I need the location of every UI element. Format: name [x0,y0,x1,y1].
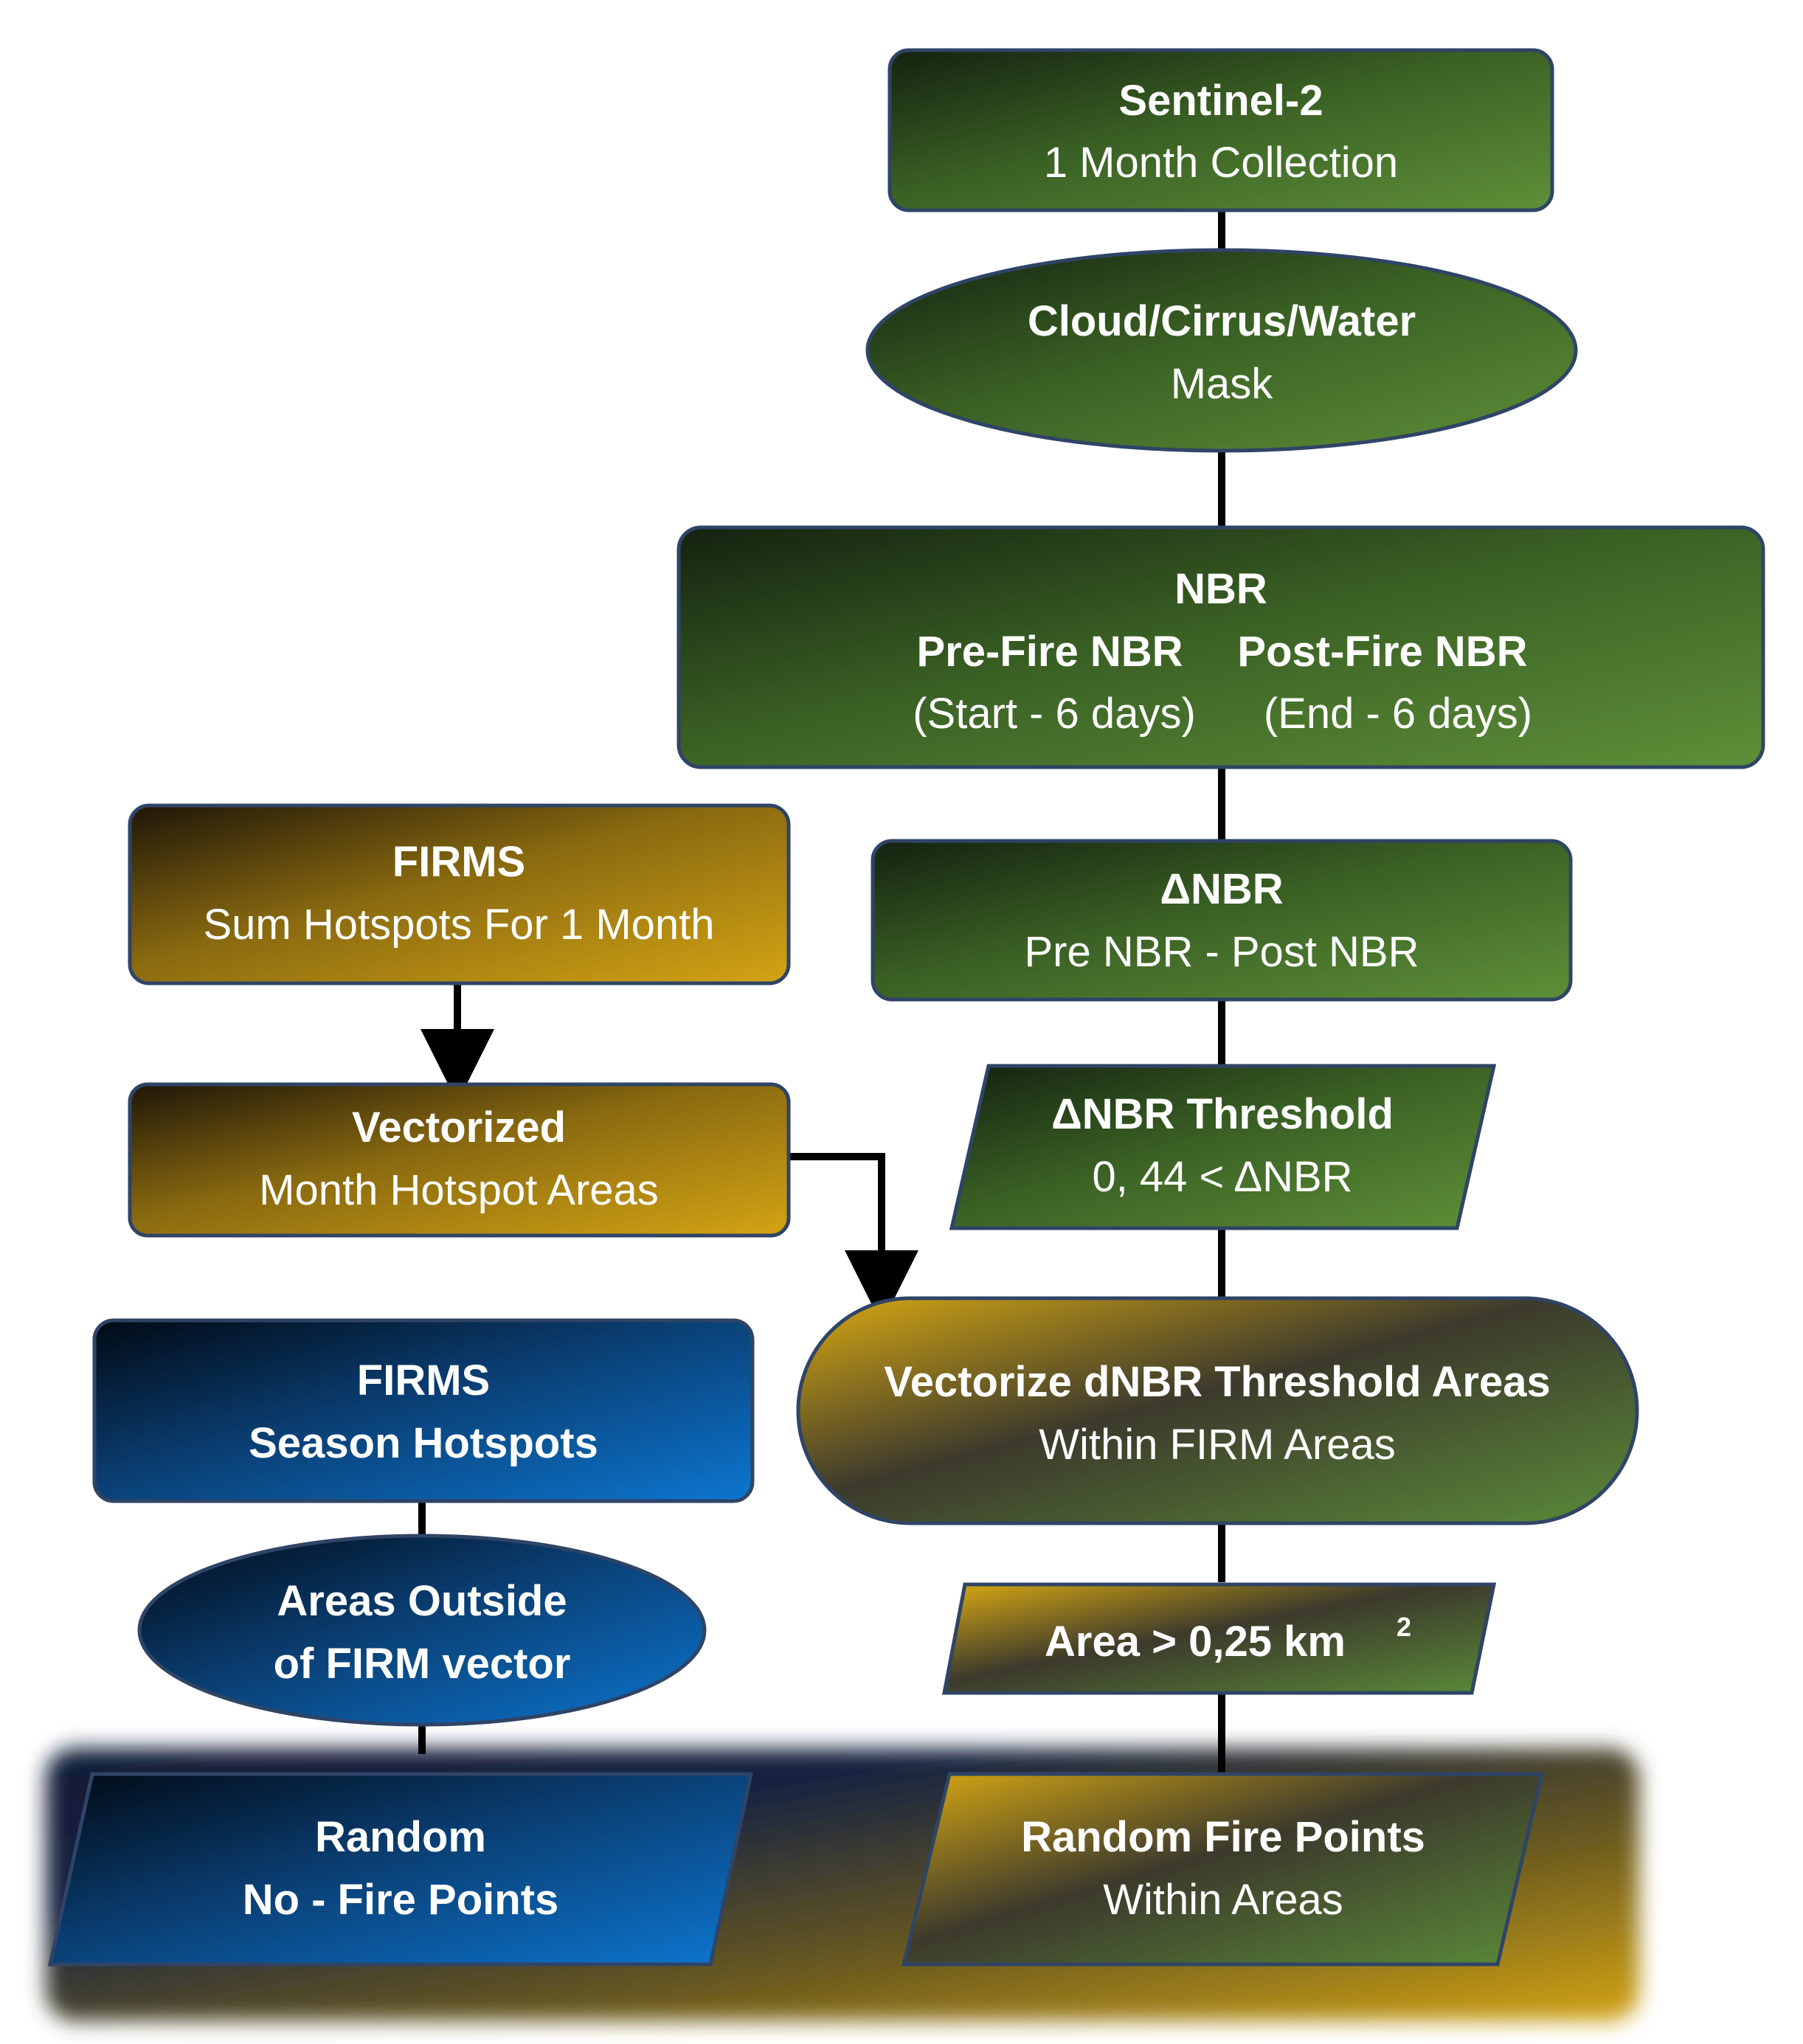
sentinel-node: Sentinel-2 1 Month Collection [887,48,1554,212]
area-filter-label: Area > 0,25 km [1045,1618,1346,1666]
cloud-mask-subtitle: Mask [1171,360,1274,408]
connectors [418,210,1225,1774]
delta-threshold-title: ΔNBR Threshold [1051,1090,1394,1138]
area-filter-node: Area > 0,25 km 2 [941,1582,1497,1695]
delta-threshold-subtitle: 0, 44 < ΔNBR [1092,1153,1352,1201]
delta-threshold-node: ΔNBR Threshold 0, 44 < ΔNBR [949,1064,1497,1230]
vectorize-dnbr-node: Vectorize dNBR Threshold Areas Within FI… [796,1296,1639,1525]
vectorized-node: Vectorized Month Hotspot Areas [128,1082,791,1238]
firms-month-subtitle: Sum Hotspots For 1 Month [203,901,714,949]
cloud-mask-title: Cloud/Cirrus/Water [1028,297,1416,345]
areas-outside-node: Areas Outside of FIRM vector [137,1534,707,1727]
random-nofire-line1: Random [315,1813,486,1861]
vectorize-dnbr-subtitle: Within FIRM Areas [1039,1421,1395,1469]
nbr-title: NBR [1174,565,1267,613]
area-filter-superscript: 2 [1397,1612,1411,1642]
cloud-mask-node: Cloud/Cirrus/Water Mask [865,248,1578,453]
vectorize-dnbr-title: Vectorize dNBR Threshold Areas [884,1358,1551,1406]
firms-season-node: FIRMS Season Hotspots [92,1318,755,1503]
firms-season-subtitle: Season Hotspots [249,1419,598,1467]
delta-nbr-title: ΔNBR [1160,865,1283,913]
random-nofire-line2: No - Fire Points [243,1876,559,1924]
random-nofire-node: Random No - Fire Points [47,1772,754,1967]
vectorized-title: Vectorized [352,1104,566,1151]
random-fire-node: Random Fire Points Within Areas [901,1772,1545,1967]
nbr-pre-label: Pre-Fire NBR [917,628,1183,676]
vectorized-subtitle: Month Hotspot Areas [259,1166,659,1214]
nbr-node: NBR Pre-Fire NBR Post-Fire NBR (Start - … [676,525,1765,769]
delta-nbr-subtitle: Pre NBR - Post NBR [1025,928,1419,976]
delta-nbr-node: ΔNBR Pre NBR - Post NBR [871,839,1573,1002]
random-fire-title: Random Fire Points [1021,1813,1425,1861]
connector-vectorized-vectorize [788,1153,918,1324]
random-fire-subtitle: Within Areas [1103,1876,1343,1924]
sentinel-title: Sentinel-2 [1118,77,1323,125]
firms-month-title: FIRMS [392,838,525,886]
areas-outside-line1: Areas Outside [277,1577,567,1625]
firms-season-title: FIRMS [357,1357,490,1404]
firms-month-node: FIRMS Sum Hotspots For 1 Month [128,803,791,985]
sentinel-subtitle: 1 Month Collection [1044,139,1398,187]
nbr-post-detail: (End - 6 days) [1264,690,1532,738]
areas-outside-line2: of FIRM vector [274,1640,571,1688]
nbr-pre-detail: (Start - 6 days) [913,690,1196,738]
nbr-post-label: Post-Fire NBR [1237,628,1527,676]
